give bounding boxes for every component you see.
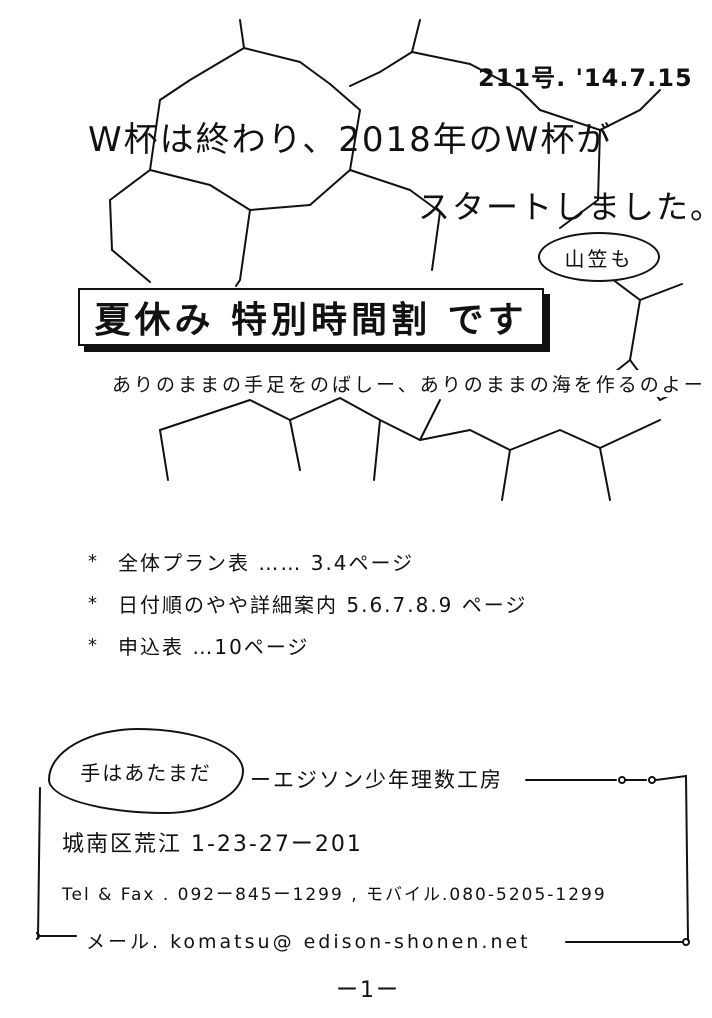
motto-text: 手はあたまだ bbox=[80, 760, 212, 785]
toc-item-text: 日付順のやや詳細案内 5.6.7.8.9 ページ bbox=[118, 592, 528, 617]
headline-line-1: W杯は終わり、2018年のW杯が bbox=[88, 120, 613, 160]
asterisk-bullet-icon: * bbox=[88, 592, 99, 614]
address: 城南区荒江 1-23-27ー201 bbox=[62, 832, 363, 857]
phone-fax: Tel & Fax . 092ー845ー1299 , モバイル.080-5205… bbox=[62, 885, 607, 905]
toc-item-text: 全体プラン表 …… 3.4ページ bbox=[118, 550, 415, 575]
asterisk-bullet-icon: * bbox=[88, 634, 99, 656]
banner-text: 夏休み 特別時間割 です bbox=[94, 300, 528, 341]
speech-bubble-text: 山笠も bbox=[564, 246, 634, 271]
issue-number: 211号. '14.7.15 bbox=[478, 64, 693, 92]
list-item: * 全体プラン表 …… 3.4ページ bbox=[88, 540, 648, 582]
contact-frame bbox=[36, 774, 690, 946]
summer-timetable-banner: 夏休み 特別時間割 です bbox=[78, 288, 544, 346]
toc-item-text: 申込表 …10ページ bbox=[118, 634, 310, 659]
headline-line-2: スタートしました。 bbox=[418, 188, 712, 226]
list-item: * 日付順のやや詳細案内 5.6.7.8.9 ページ bbox=[88, 582, 648, 624]
list-item: * 申込表 …10ページ bbox=[88, 624, 648, 666]
motto-cloud-bubble: 手はあたまだ bbox=[48, 728, 244, 814]
email: メール. komatsu@ edison-shonen.net bbox=[80, 927, 537, 954]
organization-name: ーエジソン少年理数工房 bbox=[250, 768, 503, 792]
page-number: ー1ー bbox=[336, 978, 400, 1003]
tagline: ありのままの手足をのばしー、ありのままの海を作るのよー bbox=[112, 370, 706, 397]
asterisk-bullet-icon: * bbox=[88, 550, 99, 572]
table-of-contents: * 全体プラン表 …… 3.4ページ * 日付順のやや詳細案内 5.6.7.8.… bbox=[88, 540, 648, 666]
speech-bubble-yamakasa: 山笠も bbox=[538, 232, 660, 282]
